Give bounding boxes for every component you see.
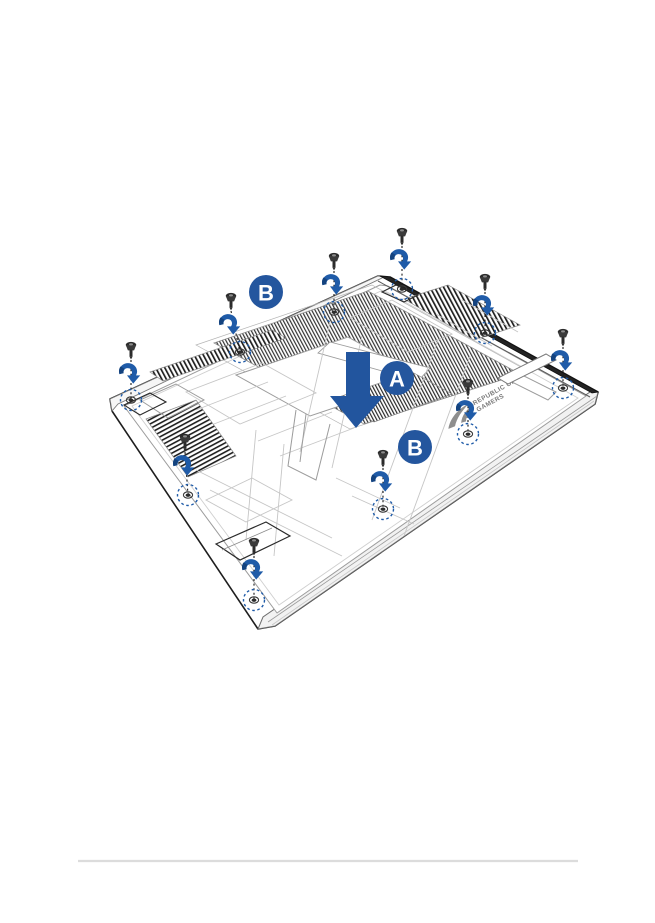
step-badge-a-center-label: A <box>389 367 405 392</box>
remove-cover-arrow <box>330 352 384 428</box>
screw-callout-4 <box>119 341 143 412</box>
chassis-detail-lines <box>184 299 519 557</box>
laptop-chassis: REPUBLIC OF GAMERS <box>109 275 600 630</box>
screw-callout-6 <box>551 328 575 400</box>
screw-callout-5 <box>473 273 497 345</box>
screw-callouts <box>119 227 575 612</box>
step-badge-b-lower: B <box>398 430 432 464</box>
step-badge-b-top-label: B <box>258 281 274 306</box>
step-badge-a-center: A <box>380 361 414 395</box>
screw-callout-2 <box>322 252 346 324</box>
screw-callout-7 <box>456 378 480 446</box>
screw-callout-8 <box>371 449 395 521</box>
step-badge-b-lower-label: B <box>407 436 423 461</box>
step-badge-b-top: B <box>249 275 283 309</box>
